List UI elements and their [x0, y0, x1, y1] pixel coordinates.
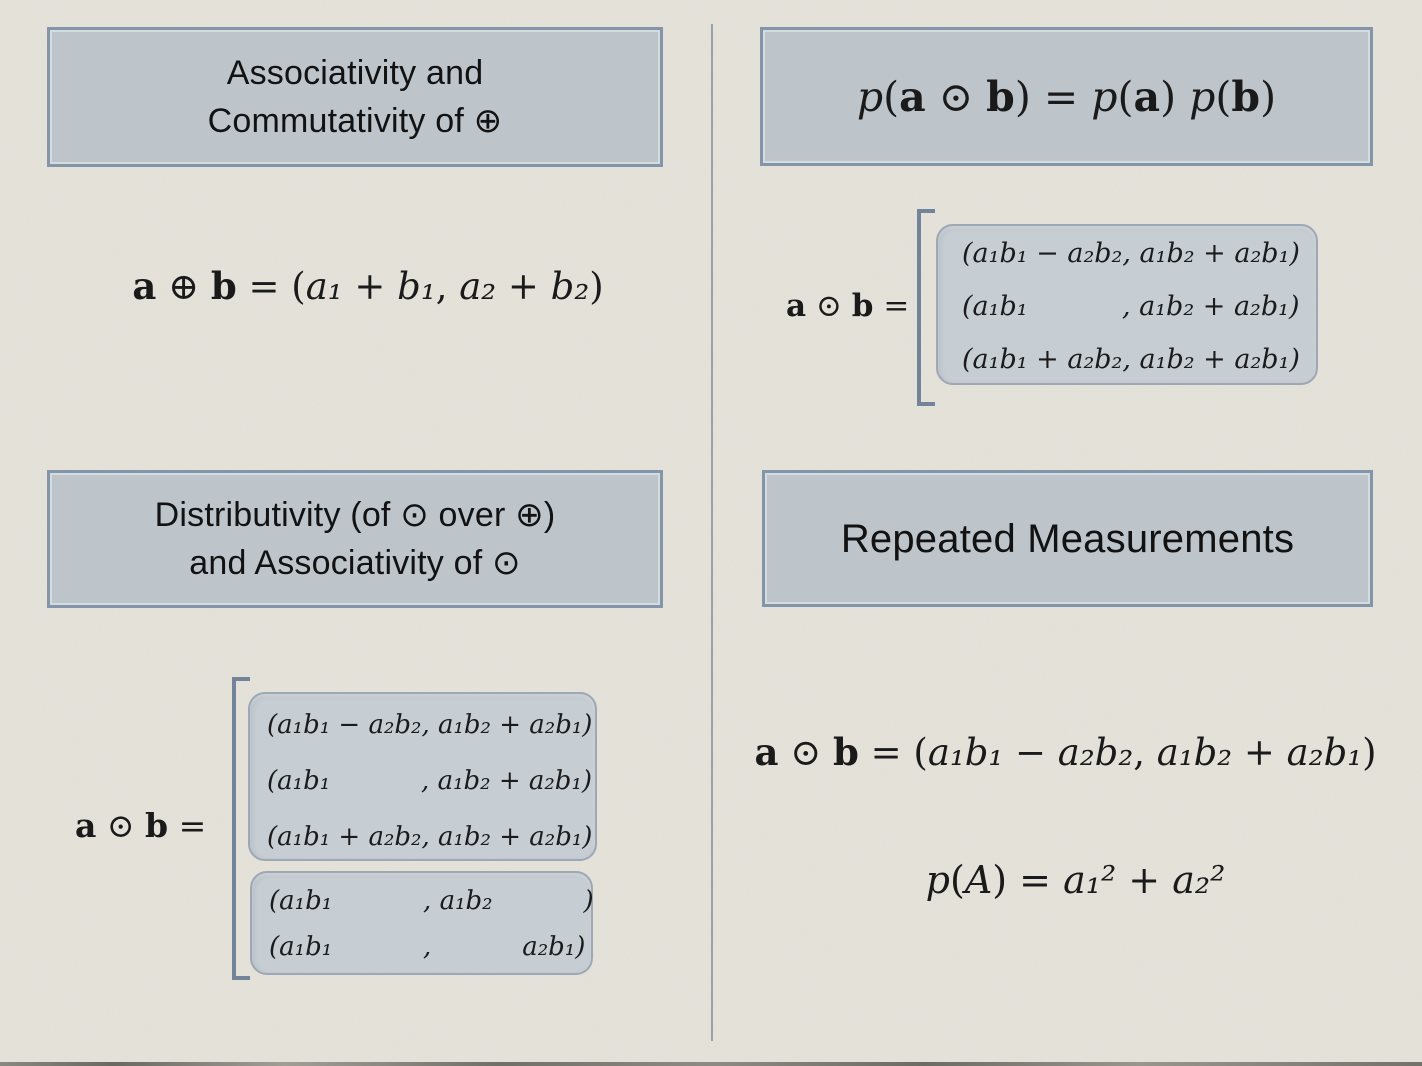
title-box-born-rule: p(a ⊙ b) = p(a) p(b) [760, 27, 1373, 166]
formula-oplus-definition: a ⊕ b = (a₁ + b₁, a₂ + b₂) [132, 264, 604, 308]
odot-cases-label-left: a ⊙ b = [75, 806, 207, 845]
formula-line: (a₁b₁ , a₂b₁) [269, 932, 586, 962]
formula-line: (a₁b₁ + a₂b₂, a₁b₂ + a₂b₁) [962, 344, 1300, 375]
title-box-repeated-measurements: Repeated Measurements [762, 470, 1373, 607]
formula-line: (a₁b₁ , a₁b₂ + a₂b₁) [962, 291, 1300, 322]
formula-probability: p(A) = a₁² + a₂² [925, 858, 1226, 902]
title-line: Repeated Measurements [840, 516, 1295, 561]
cases-box-product-options-left: (a₁b₁ − a₂b₂, a₁b₂ + a₂b₁) (a₁b₁ , a₁b₂ … [248, 692, 597, 861]
odot-cases-label-right: a ⊙ b = [786, 288, 910, 324]
title-box-distributivity: Distributivity (of ⊙ over ⊕) and Associa… [47, 470, 663, 608]
cases-box-product-options-right: (a₁b₁ − a₂b₂, a₁b₂ + a₂b₁) (a₁b₁ , a₁b₂ … [936, 224, 1318, 385]
formula-line: (a₁b₁ − a₂b₂, a₁b₂ + a₂b₁) [962, 238, 1300, 269]
born-rule-formula: p(a ⊙ b) = p(a) p(b) [856, 72, 1277, 121]
cases-box-truncated-options-left: (a₁b₁ , a₁b₂ ) (a₁b₁ , a₂b₁) [250, 871, 594, 975]
formula-line: (a₁b₁ + a₂b₂, a₁b₂ + a₂b₁) [267, 822, 593, 852]
formula-line: (a₁b₁ , a₁b₂ ) [269, 886, 594, 916]
title-line: Associativity and [226, 54, 484, 92]
cases-bracket-right [917, 209, 935, 406]
photo-bottom-edge [0, 1062, 1422, 1066]
formula-line: (a₁b₁ − a₂b₂, a₁b₂ + a₂b₁) [267, 710, 593, 740]
cases-bracket-left [232, 677, 250, 980]
title-line: and Associativity of ⊙ [189, 544, 521, 582]
title-box-associativity: Associativity and Commutativity of ⊕ [47, 27, 663, 167]
formula-line: (a₁b₁ , a₁b₂ + a₂b₁) [267, 766, 593, 796]
title-line: Commutativity of ⊕ [207, 102, 503, 140]
column-divider [711, 24, 713, 1041]
title-line: Distributivity (of ⊙ over ⊕) [154, 496, 556, 534]
formula-odot-product: a ⊙ b = (a₁b₁ − a₂b₂, a₁b₂ + a₂b₁) [754, 730, 1377, 774]
